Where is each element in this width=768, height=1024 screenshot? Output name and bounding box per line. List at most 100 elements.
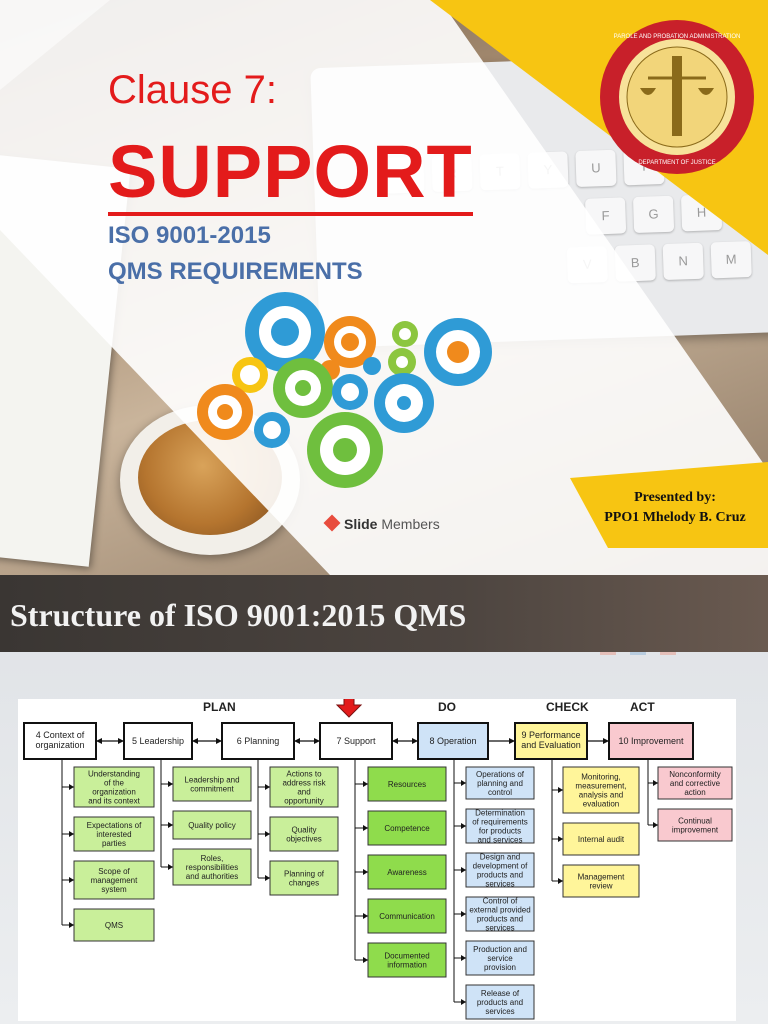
arrow-head (603, 738, 609, 744)
arrow-head (118, 738, 124, 744)
presenter-name: PPO1 Mhelody B. Cruz (604, 510, 746, 525)
arrow-head (461, 999, 466, 1005)
stage-check: CHECK (546, 700, 589, 714)
arrow-head (461, 823, 466, 829)
arrow-head (461, 911, 466, 917)
arrow-head (168, 864, 173, 870)
arrow-head (412, 738, 418, 744)
gear-handshake-icon (307, 412, 383, 488)
arrow-head (168, 781, 173, 787)
main-box (221, 722, 295, 760)
arrow-head (392, 738, 398, 744)
gear-people-icon (374, 373, 434, 433)
arrow-head (69, 831, 74, 837)
white-overlay (0, 0, 768, 575)
arrow-head (461, 780, 466, 786)
sub-box (562, 766, 640, 814)
sub-box (657, 808, 733, 842)
arrow-head (509, 738, 515, 744)
arrow-head (265, 875, 270, 881)
sub-box (73, 908, 155, 942)
qms-subtitle: QMS REQUIREMENTS (108, 258, 363, 285)
box-text: 5 Leadership (132, 736, 184, 746)
main-box (123, 722, 193, 760)
logo-dept-text: DEPARTMENT OF JUSTICE (638, 160, 715, 166)
clause-label: Clause 7: (108, 68, 277, 112)
gear-orange-icon (324, 316, 376, 368)
arrow-head (69, 877, 74, 883)
red-arrow-icon (335, 699, 363, 718)
gear-small-blue-2-icon (254, 412, 290, 448)
sub-box (73, 766, 155, 808)
arrow-head (363, 869, 368, 875)
box-text: Quality policy (188, 821, 236, 830)
sub-box (657, 766, 733, 800)
brand-members: Members (381, 516, 440, 532)
main-box (514, 722, 588, 760)
arrow-head (363, 913, 368, 919)
sub-box (465, 808, 535, 844)
sub-box (269, 766, 339, 808)
main-box (23, 722, 97, 760)
box-text: Awareness (387, 868, 426, 877)
title-band: Structure of ISO 9001:2015 QMS (0, 575, 768, 652)
slide-members-brand: Slide Members (323, 514, 440, 532)
box-text: Resources (388, 780, 426, 789)
sub-box (269, 816, 339, 852)
arrow-head (265, 831, 270, 837)
sub-box (465, 940, 535, 976)
stage-act: ACT (630, 700, 655, 714)
sub-box (465, 896, 535, 932)
slide-title: Structure of ISO 9001:2015 QMS (10, 597, 467, 633)
arrow-head (69, 784, 74, 790)
arrow-head (168, 822, 173, 828)
arrow-head (363, 825, 368, 831)
arrow-head (96, 738, 102, 744)
sub-box (465, 852, 535, 888)
brand-slide: Slide (344, 516, 378, 532)
arrow-head (363, 957, 368, 963)
gear-orange-left-icon (197, 384, 253, 440)
sub-box (465, 984, 535, 1020)
arrow-head (192, 738, 198, 744)
sub-box (172, 810, 252, 840)
title-slide: ERTYUIFGHVBNM Clause 7: SUPPORT ISO 9001… (0, 0, 768, 575)
arrow-head (294, 738, 300, 744)
brand-icon (323, 514, 341, 532)
box-text: QMS (105, 921, 123, 930)
arrow-head (363, 781, 368, 787)
arrow-head (314, 738, 320, 744)
arrow-head (653, 822, 658, 828)
gear-blue-mid-icon (332, 374, 368, 410)
box-text: 10 Improvement (618, 736, 684, 746)
arrow-head (265, 784, 270, 790)
sub-box (172, 848, 252, 886)
arrow-head (558, 787, 563, 793)
arrow-head (461, 867, 466, 873)
arrow-head (558, 836, 563, 842)
arrow-head (216, 738, 222, 744)
box-text: Internal audit (578, 835, 625, 844)
logo-org-text: PAROLE AND PROBATION ADMINISTRATION (614, 34, 741, 40)
box-text: Competence (384, 824, 430, 833)
sub-box (465, 766, 535, 800)
main-box (608, 722, 694, 760)
arrow-head (461, 955, 466, 961)
iso-subtitle: ISO 9001-2015 (108, 222, 271, 249)
